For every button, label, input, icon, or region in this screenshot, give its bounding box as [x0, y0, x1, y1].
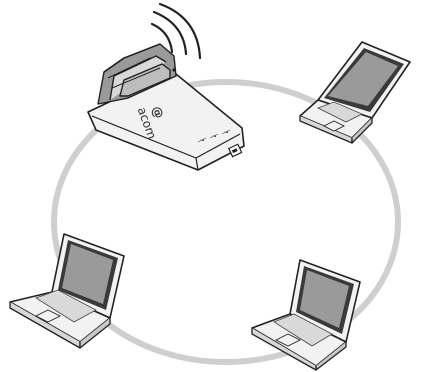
laptop-top-right [300, 42, 410, 143]
access-point: @ acom [88, 4, 244, 170]
laptop-bottom-left [10, 234, 124, 348]
laptop-bottom-right [252, 260, 360, 370]
